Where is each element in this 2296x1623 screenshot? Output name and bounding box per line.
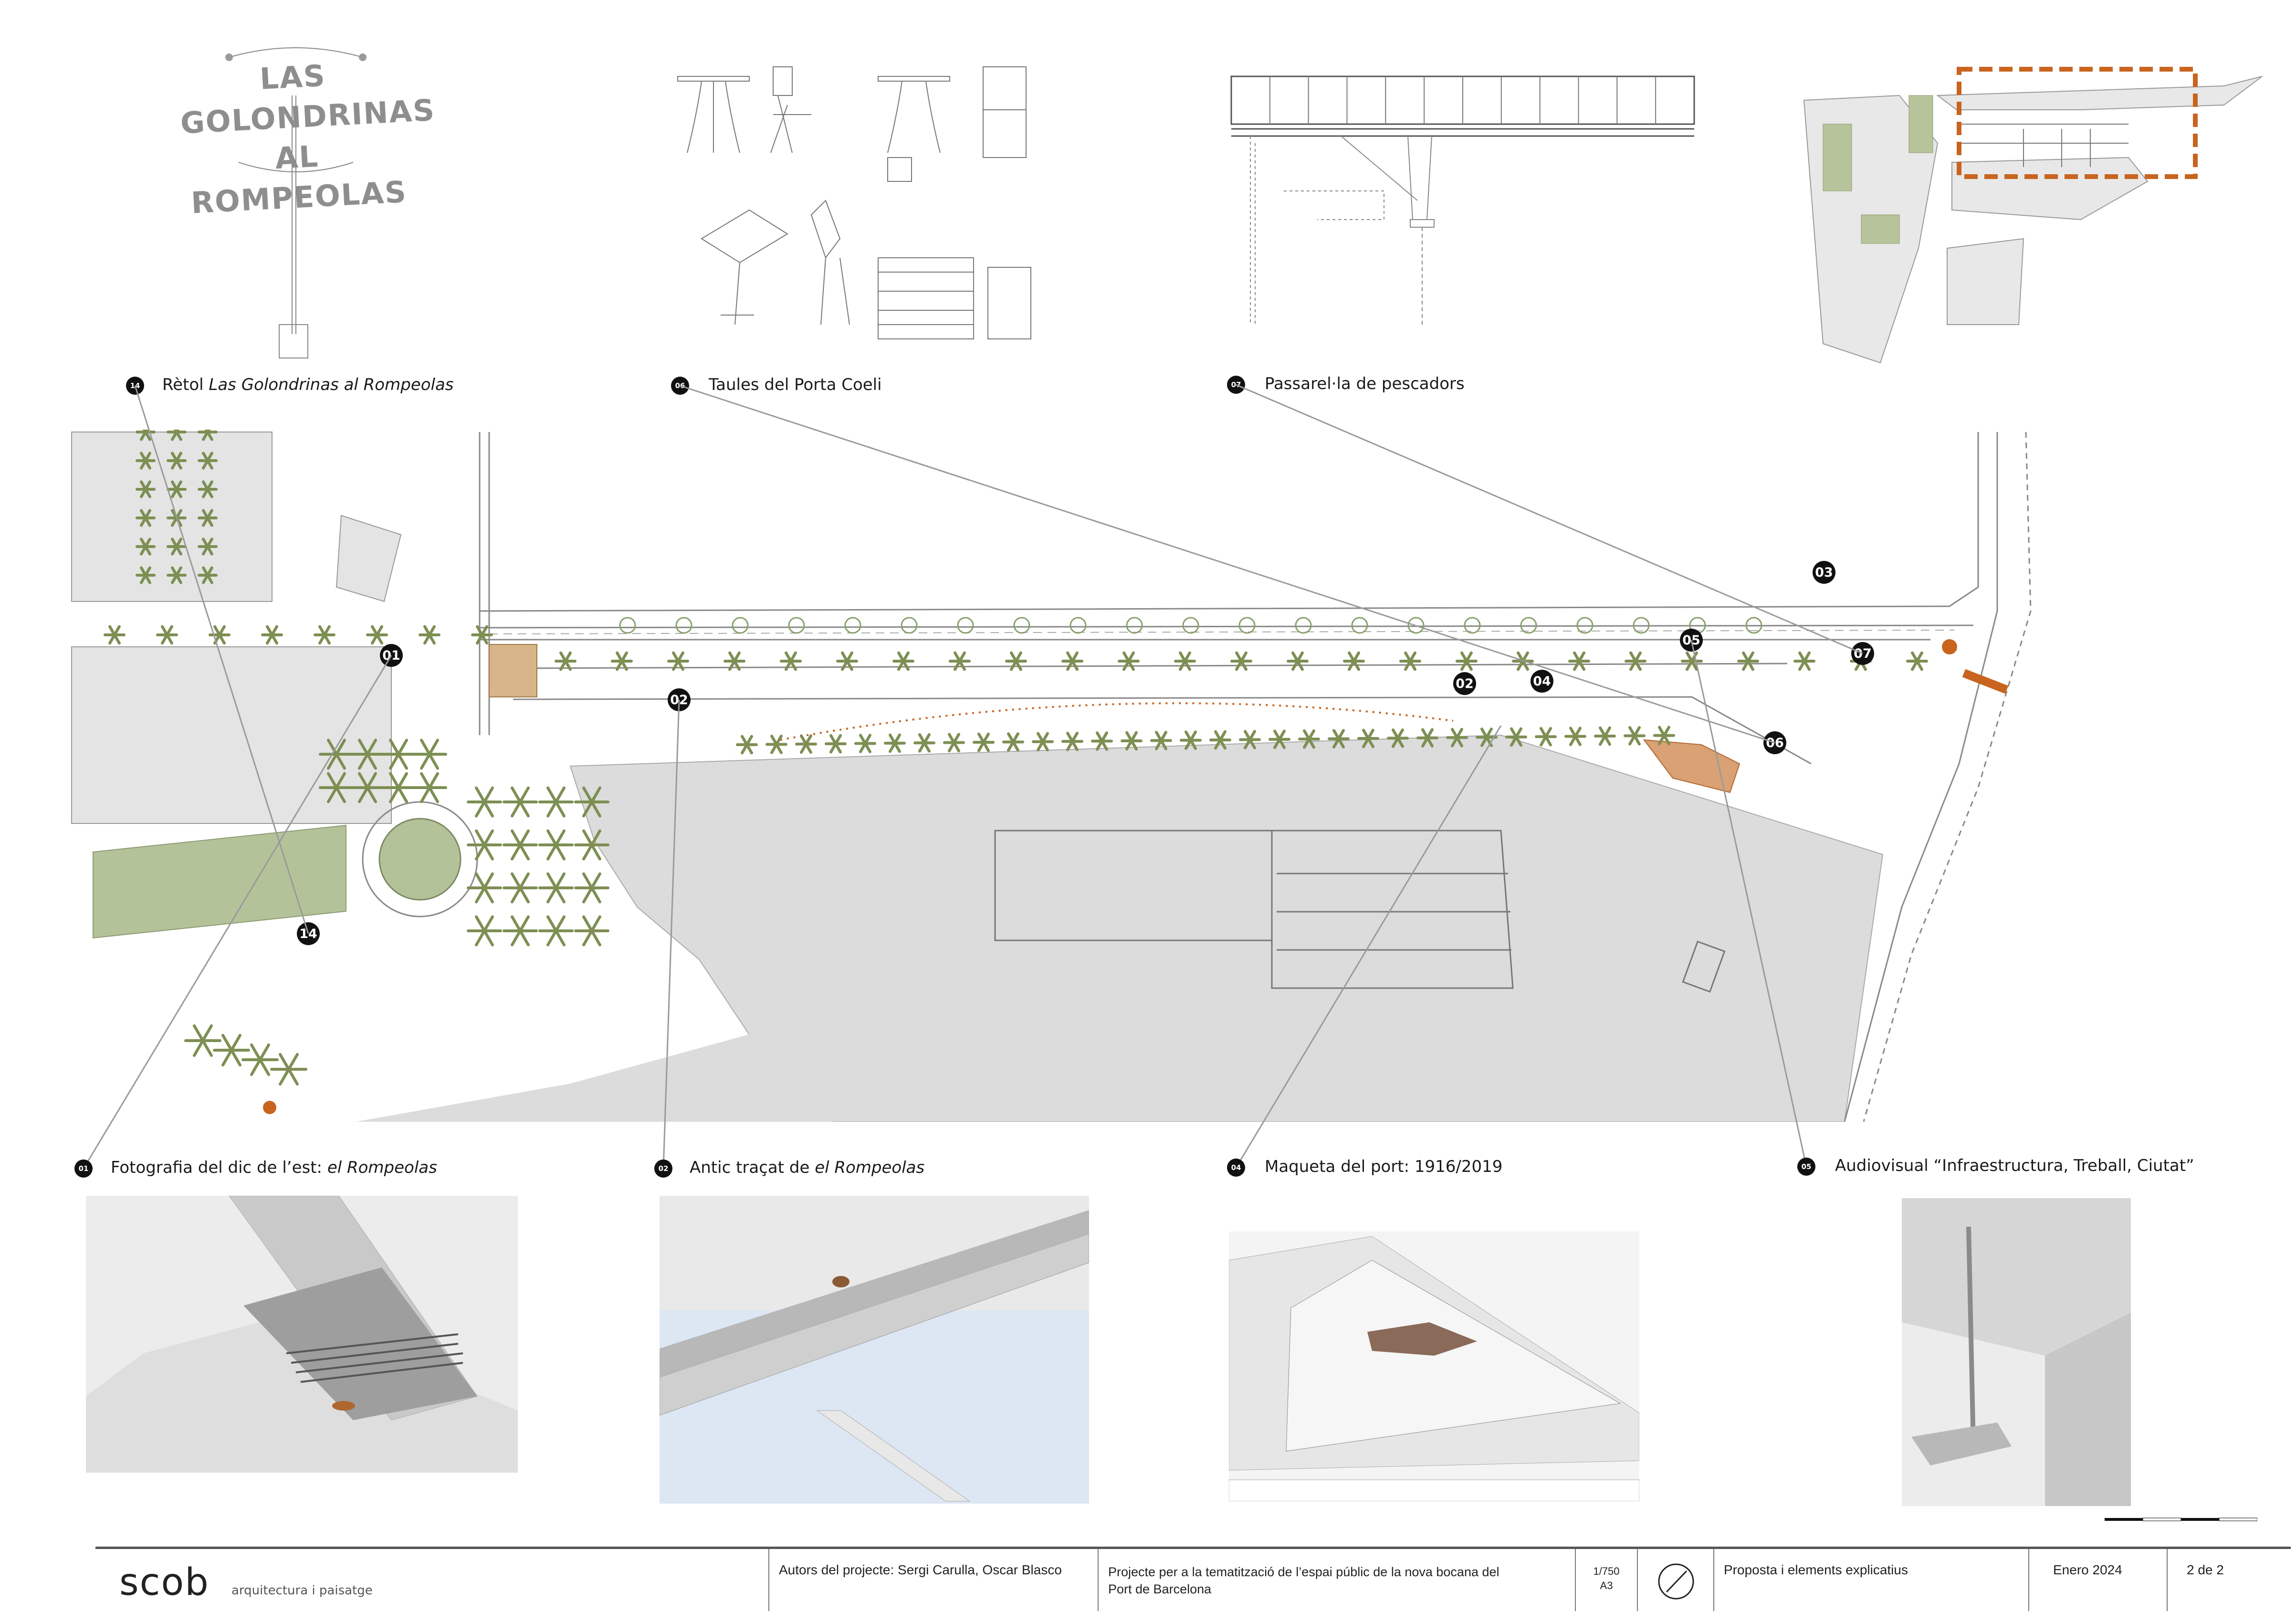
north-arrow-icon bbox=[1658, 1563, 1694, 1600]
sheet-title-cell: Proposta i elements explicatius bbox=[1713, 1549, 2028, 1611]
plan-marker-14: 14 bbox=[297, 922, 320, 945]
furniture-drawings bbox=[668, 57, 1059, 353]
sign-illustration: LAS GOLONDRINAS AL ROMPEOLAS bbox=[172, 38, 436, 363]
sign-logo-text: LAS GOLONDRINAS AL ROMPEOLAS bbox=[179, 58, 436, 221]
callout-badge-02-bottom: 02 bbox=[654, 1159, 672, 1178]
scale-text: 1/750 bbox=[1593, 1565, 1620, 1577]
scale-cell: 1/750 A3 bbox=[1575, 1549, 1637, 1611]
plan-marker-07: 07 bbox=[1851, 642, 1874, 665]
render-port-model bbox=[1229, 1232, 1639, 1501]
site-plan bbox=[69, 423, 2040, 1122]
callout-label-14: Rètol Las Golondrinas al Rompeolas bbox=[162, 375, 454, 394]
callout-label-02: Antic traçat de el Rompeolas bbox=[690, 1158, 925, 1177]
old-breakwater-trace bbox=[780, 702, 1454, 741]
callout-label-05: Audiovisual “Infraestructura, Treball, C… bbox=[1835, 1156, 2194, 1175]
callout-label-06: Taules del Porta Coeli bbox=[709, 375, 882, 394]
plan-marker-02-b: 02 bbox=[1453, 672, 1476, 695]
plan-marker-05: 05 bbox=[1680, 629, 1703, 652]
project-cell: Projecte per a la tematització de l’espa… bbox=[1098, 1549, 1575, 1611]
plan-marker-01: 01 bbox=[380, 644, 403, 667]
footbridge-marker bbox=[1962, 669, 2009, 694]
callout-badge-07-top: 07 bbox=[1227, 376, 1245, 394]
authors-text: Autors del projecte: Sergi Carulla, Osca… bbox=[779, 1562, 1062, 1577]
key-plan bbox=[1794, 57, 2272, 372]
plan-marker-06: 06 bbox=[1763, 731, 1786, 754]
authors-cell: Autors del projecte: Sergi Carulla, Osca… bbox=[768, 1549, 1098, 1611]
callout-label-07: Passarel·la de pescadors bbox=[1265, 374, 1465, 393]
callout-label-01: Fotografia del dic de l’est: el Rompeola… bbox=[111, 1158, 437, 1177]
callout-label-04: Maqueta del port: 1916/2019 bbox=[1265, 1157, 1503, 1176]
page-cell: 2 de 2 bbox=[2167, 1549, 2276, 1611]
plan-marker-03: 03 bbox=[1813, 561, 1835, 584]
page-text: 2 de 2 bbox=[2187, 1562, 2224, 1577]
sheet-title-text: Proposta i elements explicatius bbox=[1724, 1562, 1908, 1577]
plan-marker-04: 04 bbox=[1531, 670, 1553, 693]
render-old-trace bbox=[660, 1196, 1089, 1504]
callout-badge-14-top: 14 bbox=[126, 377, 144, 395]
key-plan-highlight bbox=[1957, 67, 2198, 179]
title-block: scob arquitectura i paisatge Autors del … bbox=[95, 1547, 2291, 1611]
project-line-2: Port de Barcelona bbox=[1108, 1582, 1212, 1596]
wooden-deck bbox=[489, 644, 537, 697]
date-cell: Enero 2024 bbox=[2028, 1549, 2167, 1611]
callout-badge-01-bottom: 01 bbox=[74, 1159, 93, 1178]
format-text: A3 bbox=[1600, 1580, 1613, 1591]
render-audiovisual bbox=[1902, 1198, 2131, 1506]
date-text: Enero 2024 bbox=[2053, 1562, 2122, 1577]
callout-badge-04-bottom: 04 bbox=[1227, 1159, 1245, 1177]
roundabout bbox=[378, 818, 461, 901]
firm-subtitle: arquitectura i paisatge bbox=[231, 1583, 373, 1598]
callout-badge-06-top: 06 bbox=[671, 377, 689, 395]
callout-badge-05-bottom: 05 bbox=[1797, 1158, 1815, 1176]
footbridge-elevation bbox=[1222, 67, 1709, 334]
project-line-1: Projecte per a la tematització de l’espa… bbox=[1108, 1565, 1499, 1579]
north-cell bbox=[1637, 1549, 1713, 1611]
firm-logo: scob bbox=[119, 1561, 210, 1604]
render-breakwater-photo bbox=[86, 1196, 518, 1473]
lawn-area bbox=[93, 824, 346, 938]
scale-bar bbox=[2105, 1508, 2258, 1542]
plan-marker-02-a: 02 bbox=[668, 688, 691, 711]
